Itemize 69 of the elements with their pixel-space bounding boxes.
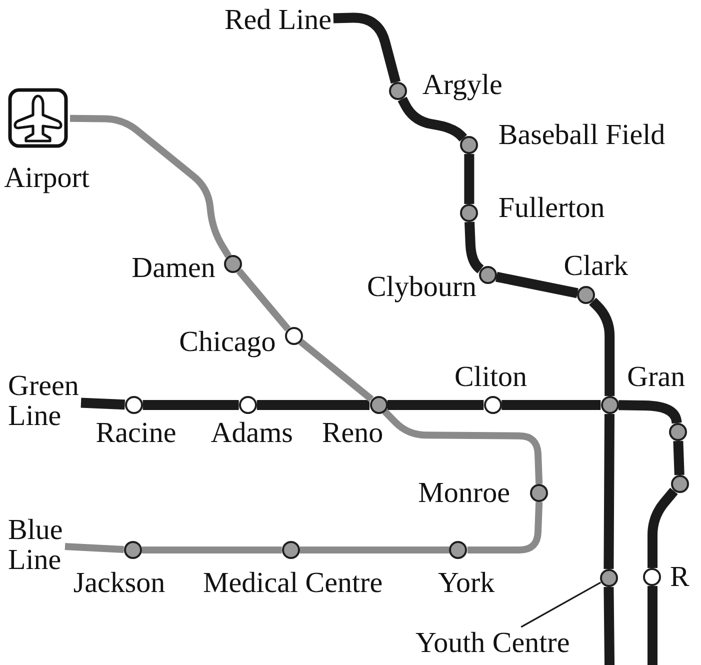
station-name: Jackson — [73, 568, 166, 598]
station-marker — [449, 541, 468, 559]
track-line — [70, 114, 232, 258]
track-line — [64, 543, 124, 553]
track-line — [467, 502, 543, 554]
station-marker — [460, 136, 478, 154]
station-name: Chicago — [179, 327, 276, 358]
station-name: Fullerton — [498, 193, 605, 224]
track-line — [398, 96, 468, 142]
station-name: Damen — [132, 253, 216, 284]
station-marker — [484, 396, 502, 414]
track-line — [256, 400, 370, 410]
station-name: York — [438, 568, 495, 598]
station-name: Baseball Field — [498, 120, 666, 150]
track-line — [502, 400, 601, 410]
station-marker — [124, 541, 142, 559]
track-line — [300, 546, 450, 554]
track-line — [648, 488, 678, 568]
track-line — [618, 400, 682, 426]
line-name: Green Line — [8, 370, 79, 432]
station-name: Reno — [322, 418, 384, 448]
station-marker — [530, 484, 548, 502]
track-line — [333, 12, 401, 84]
track-line — [648, 586, 658, 665]
station-name: Monroe — [418, 478, 510, 508]
airplane-icon — [8, 88, 68, 148]
station-name: Medical Centre — [203, 568, 383, 598]
station-name: Adams — [210, 418, 293, 448]
leader-line — [520, 582, 602, 628]
track-line — [464, 154, 474, 204]
track-line — [382, 408, 543, 484]
station-marker — [460, 204, 478, 222]
station-name: Argyle — [422, 70, 502, 100]
station-name: Airport — [4, 163, 90, 194]
track-line — [80, 398, 126, 410]
station-marker — [600, 569, 618, 587]
track-line — [142, 400, 239, 410]
station-marker — [389, 82, 407, 100]
station-marker — [284, 327, 303, 345]
station-marker — [282, 541, 300, 559]
station-marker — [238, 396, 257, 414]
track-line — [673, 440, 684, 476]
station-name: Gran — [627, 362, 686, 392]
station-marker — [224, 255, 242, 273]
station-name: Youth Centre — [416, 628, 570, 658]
line-name: Red Line — [224, 5, 332, 36]
station-marker — [124, 396, 143, 414]
track-line — [236, 268, 291, 332]
track-line — [388, 400, 484, 410]
track-line — [142, 546, 282, 554]
station-marker — [478, 266, 497, 284]
track-line — [604, 414, 614, 570]
track-line — [589, 298, 615, 396]
station-marker — [643, 568, 662, 586]
station-marker — [370, 396, 388, 414]
station-name: Clybourn — [366, 272, 477, 302]
track-line — [298, 338, 374, 402]
track-line — [464, 222, 485, 274]
track-line — [496, 272, 578, 298]
station-marker — [668, 423, 687, 441]
station-name: Clark — [564, 251, 628, 282]
station-marker — [670, 475, 689, 493]
station-name: R — [670, 562, 690, 592]
station-marker — [577, 286, 596, 304]
track-line — [604, 586, 615, 665]
station-name: Racine — [96, 418, 176, 448]
station-marker — [600, 396, 619, 414]
station-name: Cliton — [454, 362, 528, 392]
line-name: Blue Line — [8, 514, 63, 576]
